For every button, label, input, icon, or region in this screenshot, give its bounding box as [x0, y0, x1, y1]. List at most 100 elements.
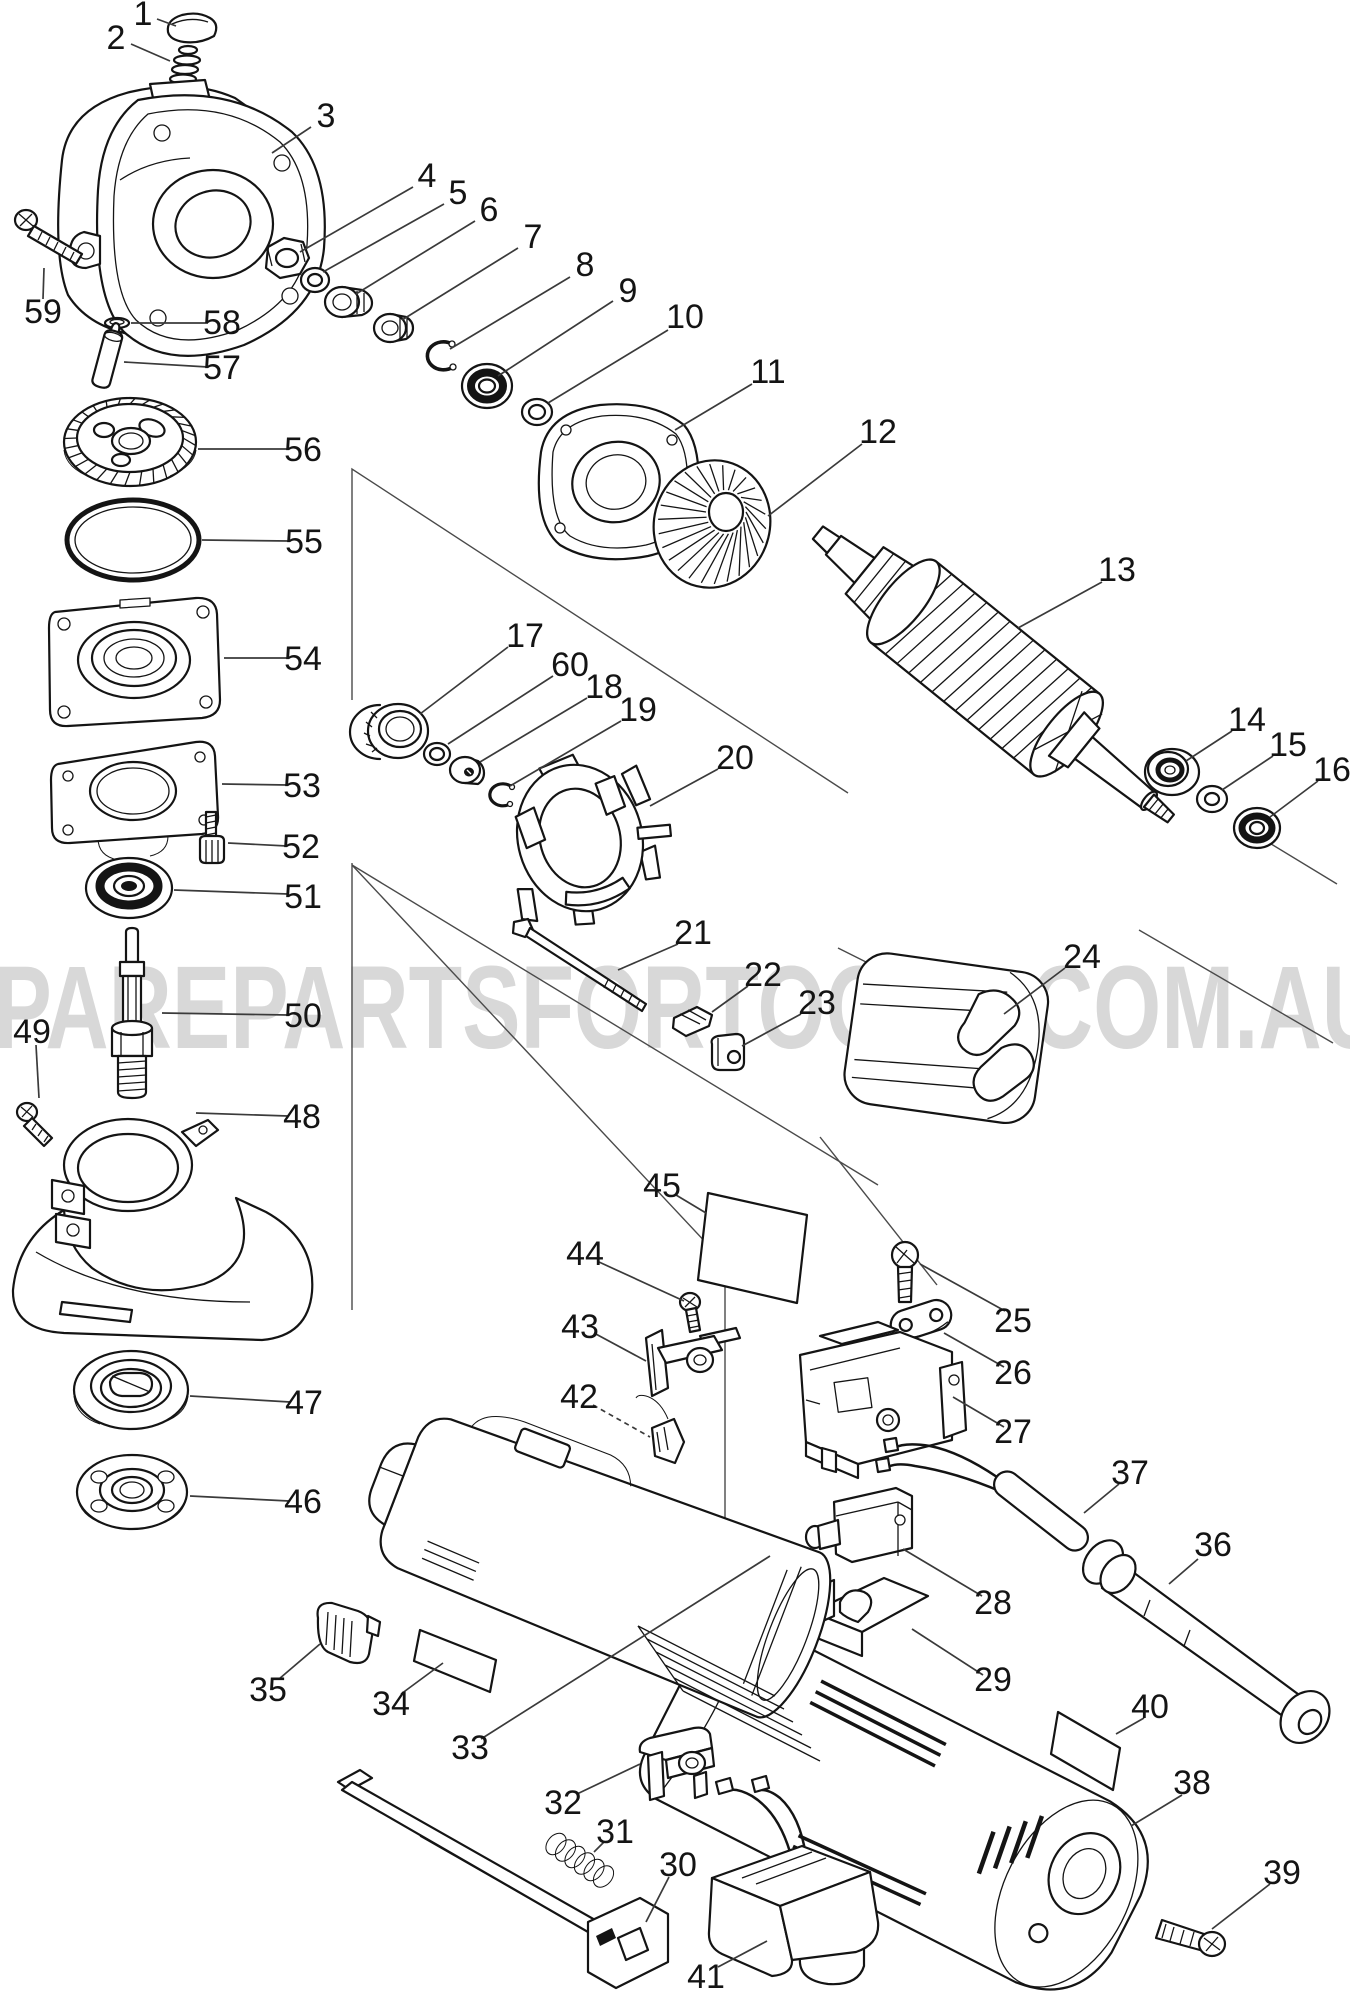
leader-line-6 — [355, 220, 476, 295]
part-label-41: 41 — [687, 1958, 725, 1993]
leader-line-1 — [156, 18, 177, 27]
part-label-55: 55 — [285, 523, 323, 561]
part-label-14: 14 — [1228, 701, 1266, 739]
leader-line-2 — [130, 43, 171, 62]
part-label-19: 19 — [619, 691, 657, 729]
part-label-18: 18 — [585, 668, 623, 706]
part-41-controller — [707, 1774, 880, 1986]
leader-line-25 — [919, 1263, 1006, 1312]
part-52-screw — [198, 810, 226, 865]
part-17-bearing — [348, 702, 430, 761]
part-57-pin — [91, 322, 124, 389]
part-24-stator — [843, 952, 1050, 1124]
leader-line-10 — [547, 329, 669, 404]
part-label-34: 34 — [372, 1685, 410, 1723]
part-label-46: 46 — [284, 1483, 322, 1521]
leader-line-4 — [299, 186, 414, 253]
part-21-screw-long — [511, 917, 648, 1013]
leader-line-50 — [161, 1012, 289, 1016]
part-label-51: 51 — [284, 878, 322, 916]
leader-line-7 — [401, 247, 519, 321]
part-label-43: 43 — [561, 1308, 599, 1346]
part-label-13: 13 — [1098, 551, 1136, 589]
leader-line-29 — [911, 1628, 984, 1676]
part-19-circlip — [488, 782, 516, 808]
part-label-26: 26 — [994, 1354, 1032, 1392]
leader-line-23 — [741, 1013, 802, 1047]
part-50-spindle — [110, 926, 154, 1100]
part-label-35: 35 — [249, 1671, 287, 1709]
part-28-switch — [804, 1486, 914, 1564]
part-label-57: 57 — [203, 349, 241, 387]
leader-line-35 — [278, 1643, 321, 1680]
part-13-armature — [811, 525, 1175, 824]
part-33-motor-housing — [368, 1416, 832, 1719]
leader-line-14 — [1185, 730, 1233, 762]
part-label-36: 36 — [1194, 1526, 1232, 1564]
leader-line-17 — [419, 646, 509, 715]
part-4-hex-nut — [264, 236, 311, 280]
part-10-ring — [520, 397, 554, 427]
part-label-56: 56 — [284, 431, 322, 469]
part-56-lock-nut — [62, 396, 198, 488]
part-30-slide-bar — [336, 1768, 670, 1990]
part-label-54: 54 — [284, 640, 322, 678]
part-label-28: 28 — [974, 1584, 1012, 1622]
part-35-knob — [316, 1601, 382, 1665]
construction-line-3 — [351, 864, 879, 1186]
part-label-1: 1 — [134, 0, 153, 33]
leader-line-19 — [509, 720, 622, 787]
part-label-23: 23 — [798, 984, 836, 1022]
leader-line-20 — [649, 768, 719, 807]
part-60-ring — [422, 741, 452, 767]
part-label-60: 60 — [551, 646, 589, 684]
part-label-24: 24 — [1063, 938, 1101, 976]
part-43-brush-holder — [644, 1326, 742, 1398]
part-5-washer — [299, 266, 331, 294]
leader-line-60 — [447, 675, 554, 745]
part-37-tube-wires — [874, 1436, 1089, 1552]
part-36-side-handle — [1081, 1539, 1331, 1744]
part-39-screw — [1154, 1918, 1227, 1958]
part-53-retainer-plate — [49, 740, 220, 861]
leader-line-42 — [592, 1404, 651, 1438]
leader-line-5 — [322, 203, 445, 273]
part-18-sleeve — [448, 755, 486, 786]
leader-line-15 — [1221, 755, 1274, 791]
leader-line-22 — [711, 985, 749, 1013]
part-label-20: 20 — [716, 739, 754, 777]
leader-line-34 — [400, 1662, 444, 1695]
part-label-42: 42 — [560, 1378, 598, 1416]
watermark-text: SPAREPARTSFORTOOLS.COM.AU — [0, 942, 1350, 1074]
leader-line-44 — [598, 1261, 685, 1302]
part-label-22: 22 — [744, 956, 782, 994]
leader-line-26 — [943, 1332, 1005, 1368]
part-label-6: 6 — [480, 191, 499, 229]
part-label-5: 5 — [449, 174, 468, 212]
leader-line-40 — [1115, 1717, 1145, 1735]
part-22-clip — [671, 1005, 714, 1038]
leader-line-13 — [1017, 581, 1103, 629]
leader-line-12 — [767, 443, 863, 517]
part-31-spring — [545, 1832, 615, 1888]
part-label-44: 44 — [566, 1235, 604, 1273]
part-40-label — [1049, 1710, 1122, 1792]
leader-line-24 — [1003, 967, 1066, 1015]
leader-line-31 — [593, 1841, 605, 1853]
leader-line-53 — [221, 783, 289, 786]
part-44-screw — [678, 1291, 702, 1334]
leader-line-11 — [674, 383, 753, 431]
leader-line-27 — [952, 1396, 1005, 1428]
part-label-33: 33 — [451, 1729, 489, 1767]
part-label-8: 8 — [576, 246, 595, 284]
construction-line-6 — [1138, 929, 1334, 1044]
part-label-50: 50 — [284, 997, 322, 1035]
part-label-47: 47 — [285, 1384, 323, 1422]
leader-line-45 — [675, 1194, 707, 1214]
housing-brush-strips — [637, 1625, 821, 1762]
leader-line-9 — [497, 300, 614, 377]
leader-line-37 — [1083, 1483, 1120, 1514]
part-label-53: 53 — [283, 767, 321, 805]
part-8-circlip — [425, 340, 457, 372]
part-label-9: 9 — [619, 272, 638, 310]
